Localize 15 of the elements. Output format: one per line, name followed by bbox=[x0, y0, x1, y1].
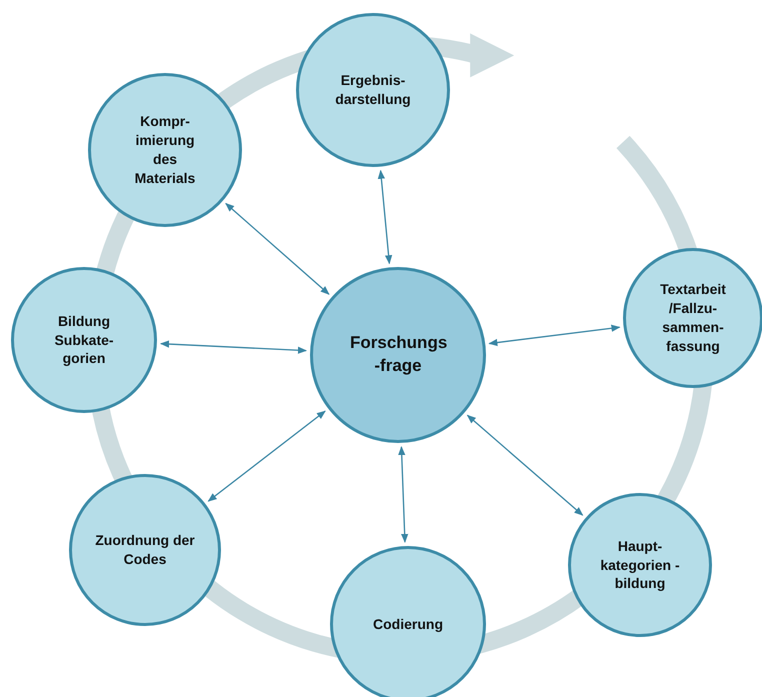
node-label: Kompr- imierung des Materials bbox=[134, 112, 196, 188]
double-arrow bbox=[160, 340, 308, 354]
node-label: Zuordnung der Codes bbox=[94, 531, 196, 569]
node-label: Haupt- kategorien -bildung bbox=[599, 536, 681, 594]
double-arrow bbox=[378, 170, 392, 264]
node-label: Forschungs -frage bbox=[349, 332, 448, 377]
double-arrow bbox=[398, 446, 408, 543]
node-label: Codierung bbox=[372, 614, 444, 634]
node-label: Textarbeit /Fallzu- sammen- fassung bbox=[659, 280, 727, 356]
double-arrow bbox=[225, 202, 330, 295]
double-arrow bbox=[208, 410, 326, 502]
node-label: Ergebnis- darstellung bbox=[334, 71, 412, 109]
node-label: Bildung Subkate- gorien bbox=[53, 312, 115, 368]
double-arrow bbox=[466, 414, 584, 516]
double-arrow bbox=[488, 324, 620, 346]
